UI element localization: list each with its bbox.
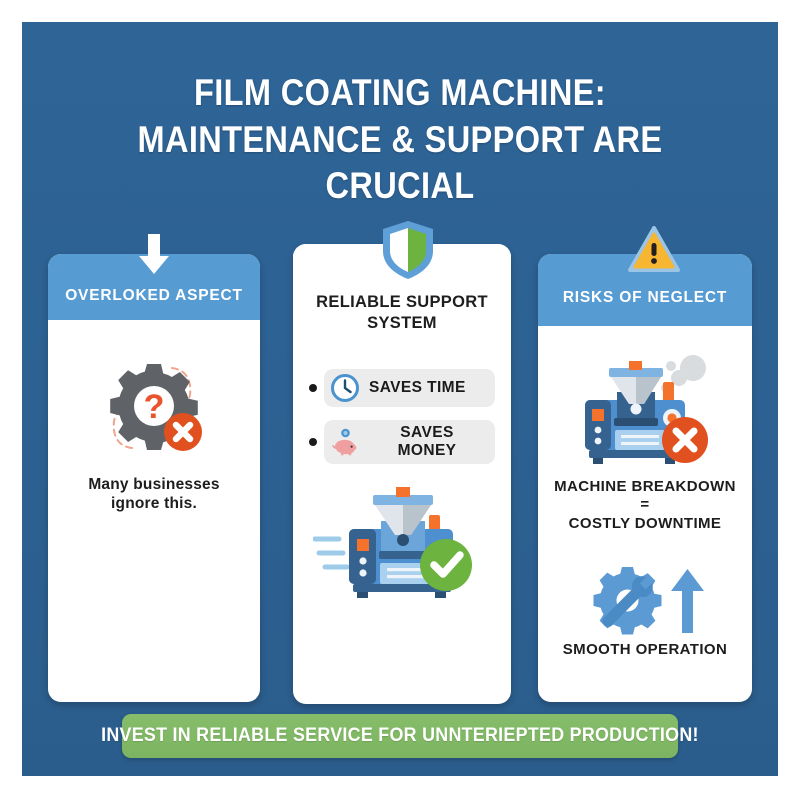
warning-triangle-icon: [628, 226, 680, 274]
list-item[interactable]: SAVES TIME: [309, 368, 495, 407]
benefit-saves-money[interactable]: SAVES MONEY: [324, 419, 495, 464]
card-risks-of-neglect[interactable]: RISKS OF NEGLECT: [538, 254, 752, 702]
card-body-risks-of-neglect: MACHINE BREAKDOWN = COSTLY DOWNTIME SMOO…: [538, 326, 752, 673]
card-body-overlooked-aspect: ? Many businesses ignore this.: [48, 320, 260, 528]
cta-banner[interactable]: INVEST IN RELIABLE SERVICE FOR UNNTERIEP…: [101, 714, 699, 758]
down-arrow-icon: [134, 232, 174, 276]
coating-machine-breakdown-icon: [585, 355, 708, 465]
card-reliable-support-system[interactable]: RELIABLE SUPPORT SYSTEM SAVES TIME: [293, 244, 511, 704]
clock-icon: [331, 373, 359, 402]
benefit-label: SAVES MONEY: [397, 423, 457, 459]
title-line-1: FILM COATING MACHINE:: [194, 72, 606, 113]
card-caption-overlooked-aspect: Many businesses ignore this.: [88, 476, 220, 513]
card-caption-risks-line-2: COSTLY DOWNTIME: [568, 514, 722, 532]
gear-question-error-icon: ?: [110, 364, 202, 452]
coating-machine-approved-icon: [313, 486, 472, 598]
bullet-dot: [309, 383, 317, 392]
card-overlooked-aspect[interactable]: OVERLOKED ASPECT ?: [48, 254, 260, 702]
card-caption-smooth-operation: SMOOTH OPERATION: [562, 641, 728, 659]
card-caption-risks-line-1: MACHINE BREAKDOWN =: [554, 478, 736, 514]
card-body-reliable-support-system: SAVES TIME: [293, 345, 511, 615]
page-title: FILM COATING MACHINE: MAINTENANCE & SUPP…: [67, 70, 732, 210]
benefit-label: SAVES TIME: [369, 378, 466, 396]
list-item[interactable]: SAVES MONEY: [309, 419, 495, 464]
benefit-saves-time[interactable]: SAVES TIME: [324, 368, 495, 407]
bullet-dot: [309, 437, 317, 446]
benefits-list: SAVES TIME: [307, 368, 497, 464]
cta-banner-text: INVEST IN RELIABLE SERVICE FOR UNNTERIEP…: [101, 725, 699, 746]
cards-row: OVERLOKED ASPECT ?: [48, 221, 752, 704]
gear-wrench-uparrow-icon: [593, 567, 704, 635]
shield-icon: [381, 220, 435, 280]
title-line-2: MAINTENANCE & SUPPORT ARE CRUCIAL: [137, 118, 663, 207]
infographic-canvas: FILM COATING MACHINE: MAINTENANCE & SUPP…: [22, 22, 778, 776]
svg-text:?: ?: [144, 388, 165, 426]
piggy-bank-icon: [332, 428, 357, 456]
